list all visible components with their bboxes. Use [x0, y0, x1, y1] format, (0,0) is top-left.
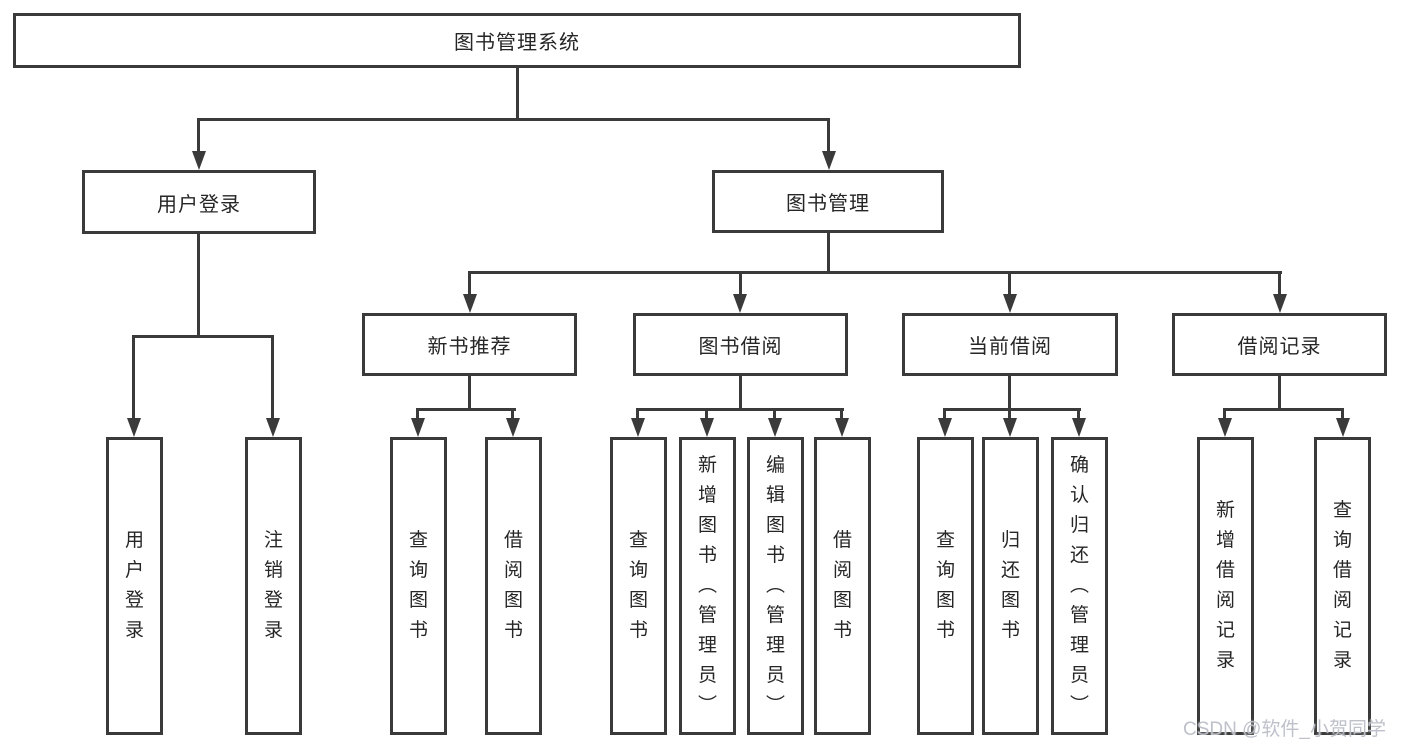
arrowhead-down-icon	[938, 418, 952, 437]
arrowhead-down-icon	[768, 418, 782, 437]
connector-stem	[1341, 408, 1344, 419]
arrowhead-down-icon	[835, 418, 849, 437]
connector-stem	[1223, 408, 1226, 419]
arrowhead-down-icon	[127, 418, 141, 437]
node-label: 用户登录	[124, 530, 144, 641]
leaf-add-borrow-record: 新增借阅记录	[1197, 437, 1254, 735]
leaf-return-books: 归还图书	[982, 437, 1039, 735]
connector-bar	[468, 271, 1282, 274]
node-label: 新增借阅记录	[1215, 500, 1235, 671]
arrowhead-down-icon	[733, 294, 747, 313]
connector-stem	[271, 335, 274, 418]
leaf-confirm-return-admin: 确认归还︵管理员︶	[1051, 437, 1108, 735]
node-new-book-recommend: 新书推荐	[362, 313, 577, 376]
arrowhead-down-icon	[1218, 418, 1232, 437]
node-label: 借阅图书	[503, 530, 523, 641]
node-label: 借阅记录	[1237, 336, 1322, 358]
arrowhead-down-icon	[411, 418, 425, 437]
node-label: 当前借阅	[968, 336, 1052, 358]
node-label: 确认归还︵管理员︶	[1069, 455, 1089, 716]
connector-stem	[416, 408, 419, 419]
leaf-logout: 注销登录	[245, 437, 302, 735]
connector-stem	[773, 408, 776, 419]
node-current-borrowing: 当前借阅	[902, 313, 1118, 376]
connector-stem	[827, 118, 830, 152]
arrowhead-down-icon	[266, 418, 280, 437]
connector-stem	[1008, 271, 1011, 295]
node-label: 用户登录	[157, 193, 241, 216]
connector-stem	[1278, 376, 1281, 410]
arrowhead-down-icon	[822, 151, 836, 170]
arrowhead-down-icon	[1003, 294, 1017, 313]
node-label: 图书管理系统	[454, 32, 580, 54]
connector-stem	[132, 335, 135, 418]
node-book-borrowing: 图书借阅	[633, 313, 848, 376]
node-user-login: 用户登录	[82, 170, 316, 234]
leaf-edit-books-admin: 编辑图书︵管理员︶	[747, 437, 804, 735]
connector-stem	[840, 408, 843, 419]
arrowhead-down-icon	[700, 418, 714, 437]
node-label: 图书借阅	[698, 336, 783, 358]
connector-stem	[739, 271, 742, 295]
connector-stem	[1008, 376, 1011, 410]
arrowhead-down-icon	[506, 418, 520, 437]
leaf-query-borrow-record: 查询借阅记录	[1314, 437, 1371, 735]
csdn-watermark: CSDN @软件_小贺同学	[1183, 719, 1386, 740]
connector-stem	[636, 408, 639, 419]
connector-stem	[827, 233, 830, 273]
connector-stem	[468, 271, 471, 295]
node-label: 图书管理	[786, 193, 870, 215]
connector-stem	[943, 408, 946, 419]
connector-root-bar	[197, 118, 830, 121]
connector-stem	[1077, 408, 1080, 419]
connector-bar	[1223, 408, 1344, 411]
arrowhead-down-icon	[631, 418, 645, 437]
connector-stem	[1278, 271, 1281, 295]
node-book-management: 图书管理	[712, 170, 944, 233]
connector-stem	[705, 408, 708, 419]
node-label: 新书推荐	[427, 336, 512, 358]
node-label: 借阅图书	[832, 530, 852, 641]
connector-stem	[739, 376, 742, 410]
arrowhead-down-icon	[463, 294, 477, 313]
leaf-borrow-books-recommend: 借阅图书	[485, 437, 542, 735]
leaf-user-login: 用户登录	[106, 437, 163, 735]
node-label: 新增图书︵管理员︶	[697, 455, 717, 716]
connector-stem	[468, 376, 471, 410]
connector-stem	[511, 408, 514, 419]
connector-bar	[132, 335, 274, 338]
leaf-add-books-admin: 新增图书︵管理员︶	[679, 437, 736, 735]
arrowhead-down-icon	[1273, 294, 1287, 313]
connector-root-stem	[516, 68, 519, 120]
node-label: 注销登录	[263, 530, 283, 641]
arrowhead-down-icon	[1336, 418, 1350, 437]
connector-bar	[943, 408, 1081, 411]
arrowhead-down-icon	[1072, 418, 1086, 437]
node-label: 查询图书	[935, 530, 955, 641]
leaf-query-books-recommend: 查询图书	[390, 437, 447, 735]
node-borrowing-records: 借阅记录	[1172, 313, 1387, 376]
node-label: 归还图书	[1000, 530, 1020, 641]
arrowhead-down-icon	[1003, 418, 1017, 437]
leaf-query-books-current: 查询图书	[917, 437, 974, 735]
node-label: 查询图书	[628, 530, 648, 641]
leaf-query-books-borrowing: 查询图书	[610, 437, 667, 735]
arrowhead-down-icon	[192, 151, 206, 170]
connector-bar	[416, 408, 516, 411]
node-system-root: 图书管理系统	[13, 13, 1021, 68]
connector-bar	[636, 408, 844, 411]
node-label: 查询图书	[408, 530, 428, 641]
connector-stem	[197, 118, 200, 152]
node-label: 查询借阅记录	[1332, 500, 1352, 671]
connector-stem	[1008, 408, 1011, 419]
connector-stem	[197, 234, 200, 335]
node-label: 编辑图书︵管理员︶	[765, 455, 785, 716]
leaf-borrow-books: 借阅图书	[814, 437, 871, 735]
